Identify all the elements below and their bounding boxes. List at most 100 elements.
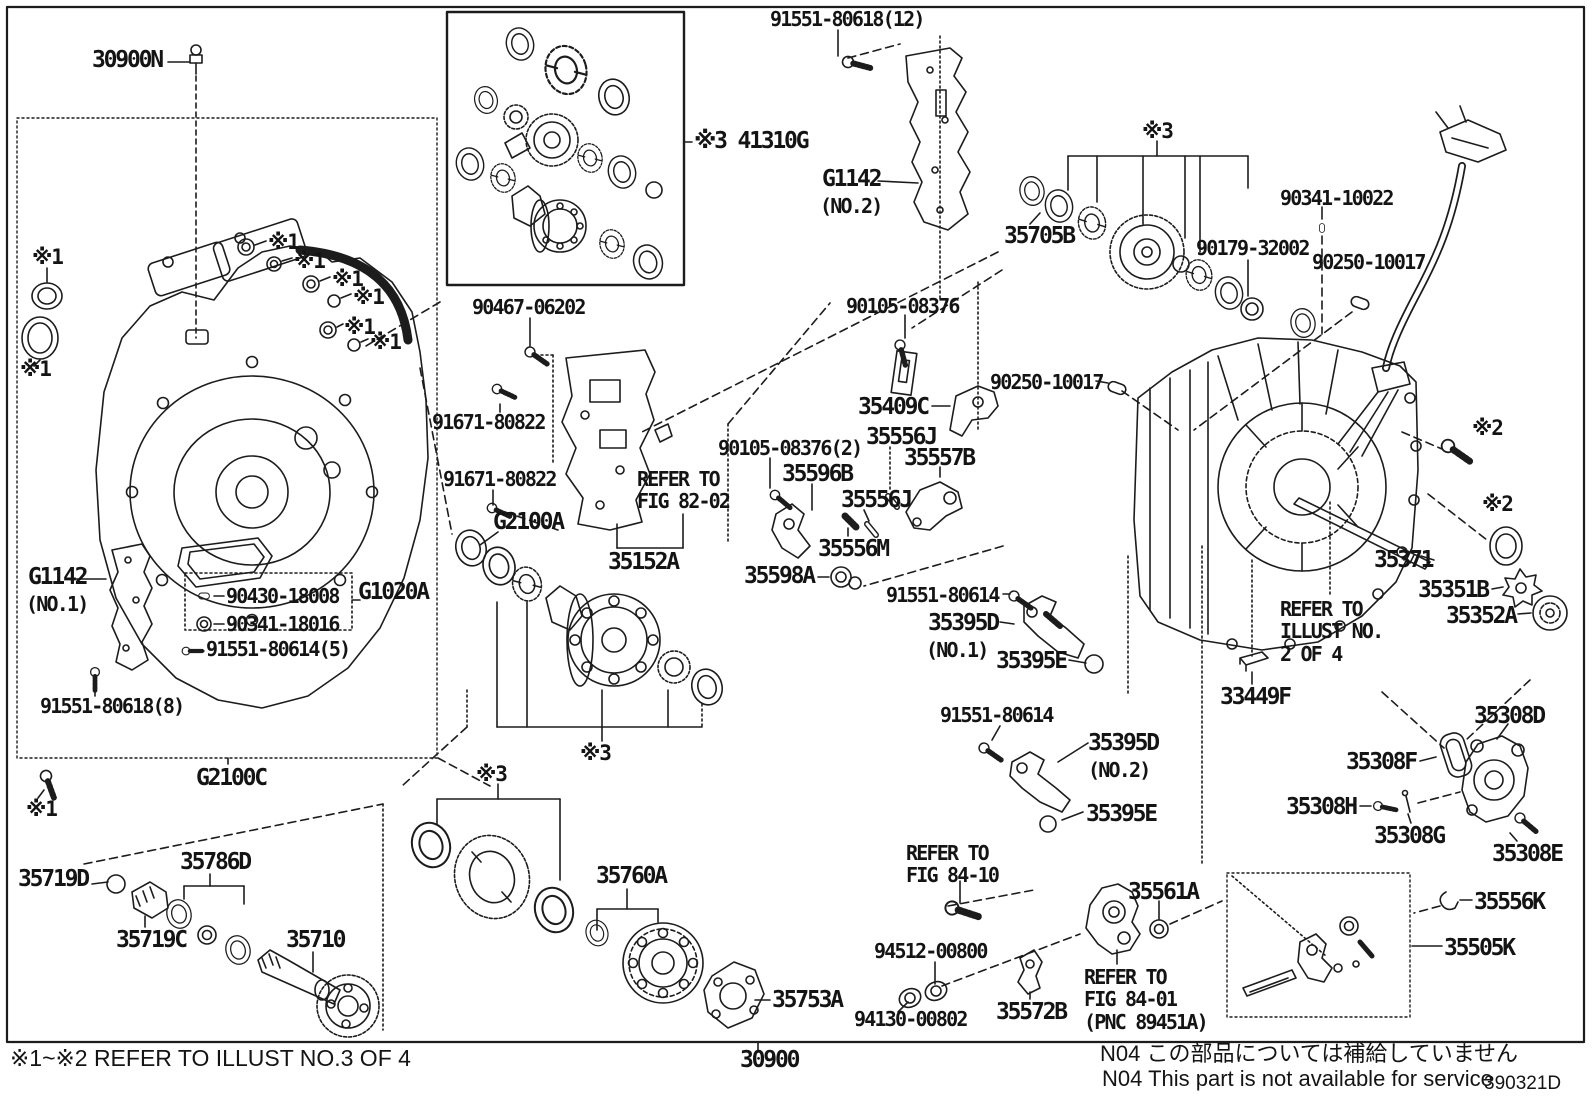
speedometer-driven-gear-art — [106, 874, 254, 968]
part-label-90341-18016: 90341-18016 — [226, 612, 340, 636]
part-label-g1142-no2-sub: (NO.2) — [820, 194, 883, 218]
part-label-35352a: 35352A — [1446, 603, 1518, 629]
magnet-33449f-art — [1239, 651, 1269, 672]
oil-pipe-35371-art — [1293, 497, 1431, 570]
part-label-35786d: 35786D — [180, 849, 252, 875]
part-label-sym1-c: ※1 — [332, 267, 364, 291]
part-label-35556j-2: 35556J — [841, 487, 913, 513]
parking-lock-kit-35505k-art — [1242, 916, 1375, 997]
note-japanese: N04 この部品については補給していません — [1100, 1041, 1519, 1066]
part-label-g2100a: G2100A — [493, 509, 565, 535]
part-label-35598a: 35598A — [744, 563, 816, 589]
part-label-35409c: 35409C — [858, 394, 930, 420]
part-label-sym1-a: ※1 — [268, 230, 300, 254]
part-label-g1142-no1-sub: (NO.1) — [26, 592, 89, 616]
pump-drive-gear-35351b-art — [1502, 568, 1543, 608]
part-label-94130-00802: 94130-00802 — [854, 1007, 968, 1031]
part-label-35395d-2: 35395D — [1088, 730, 1160, 756]
oil-strainer-g1020a-art — [177, 537, 273, 588]
part-label-sym3-diff: ※3 — [580, 741, 612, 765]
part-label-sym1-d: ※1 — [353, 285, 385, 309]
bearing-retainer-35753a-art — [703, 961, 765, 1029]
clip-35556k-art — [1439, 891, 1459, 911]
part-label-sym1-i: ※1 — [26, 797, 58, 821]
part-label-91671-80822-a: 91671-80822 — [432, 410, 546, 434]
differential-assembly-art — [451, 525, 727, 710]
part-label-90467-06202: 90467-06202 — [472, 295, 586, 319]
part-label-90250-10017-a: 90250-10017 — [990, 370, 1104, 394]
dashed-links — [83, 43, 1531, 987]
part-label-91671-80822-b: 91671-80822 — [443, 467, 557, 491]
part-label-35505k: 35505K — [1444, 935, 1516, 961]
part-label-sym1-f: ※1 — [370, 330, 402, 354]
part-label-35705b: 35705B — [1004, 223, 1076, 249]
part-label-35152a: 35152A — [608, 549, 680, 575]
part-label-ref-fig-82-02: REFER TO FIG 82-02 — [637, 467, 731, 514]
part-label-35719c: 35719C — [116, 927, 188, 953]
part-label-35710: 35710 — [286, 927, 346, 953]
transaxle-rear-case-art — [1133, 337, 1422, 672]
part-label-ref-fig-84-01: REFER TO FIG 84-01 (PNC 89451A) — [1084, 965, 1209, 1034]
part-label-90105-08376: 90105-08376 — [846, 294, 960, 318]
part-label-sym1-e: ※1 — [344, 315, 376, 339]
part-label-90341-10022: 90341-10022 — [1280, 186, 1394, 210]
figure-code: 30900 — [740, 1047, 800, 1073]
part-label-35395e-1: 35395E — [996, 648, 1068, 674]
output-bearing-set-art — [405, 816, 612, 950]
park-lock-parts-art — [898, 883, 1169, 1009]
part-label-35308d: 35308D — [1474, 703, 1546, 729]
part-label-35351b: 35351B — [1418, 577, 1490, 603]
part-label-94512-00800: 94512-00800 — [874, 939, 988, 963]
note-english: N04 This part is not available for servi… — [1102, 1066, 1493, 1091]
part-label-35556m: 35556M — [818, 536, 890, 562]
part-label-90179-32002: 90179-32002 — [1196, 236, 1310, 260]
part-label-sym1-h: ※1 — [20, 357, 52, 381]
part-label-35395d-1-sub: (NO.1) — [926, 638, 989, 662]
part-label-90430-18008: 90430-18008 — [226, 584, 340, 608]
differential-case-35760a-art — [622, 922, 704, 1004]
41310g-gear-kit-art — [452, 24, 667, 283]
part-label-sym3-brg: ※3 — [476, 762, 508, 786]
part-label-91551-80614-5: 91551-80614(5) — [206, 637, 351, 661]
41310g-inset-box — [445, 10, 686, 287]
leader-lines — [33, 29, 1532, 1051]
dotted-links — [184, 35, 1331, 1031]
footnote-illust-ref: ※1~※2 REFER TO ILLUST NO.3 OF 4 — [10, 1045, 411, 1071]
gasket-35308f-art — [1439, 732, 1473, 778]
part-label-35395d-2-sub: (NO.2) — [1088, 758, 1151, 782]
part-label-ref-fig-84-10: REFER TO FIG 84-10 — [906, 841, 1000, 888]
part-label-35753a: 35753A — [772, 987, 844, 1013]
part-label-30900n: 30900N — [92, 47, 164, 73]
part-label-35556k: 35556K — [1474, 889, 1546, 915]
part-label-91551-80614-b: 91551-80614 — [940, 703, 1054, 727]
part-label-35596b: 35596B — [782, 461, 854, 487]
part-label-sym2-a: ※2 — [1472, 416, 1504, 440]
g2100c-group-box — [16, 117, 438, 759]
part-label-ref-illust-2of4: REFER TO ILLUST NO. 2 OF 4 — [1280, 597, 1384, 666]
part-label-g1142-no1: G1142 — [28, 564, 88, 590]
part-label-35395d-1: 35395D — [928, 610, 1000, 636]
transaxle-front-view-art — [21, 44, 429, 799]
shift-fork-84-01-art — [1085, 883, 1141, 955]
detent-lever-cluster-art — [768, 339, 999, 590]
part-label-g1020a: G1020A — [358, 579, 430, 605]
part-label-91551-80618-12: 91551-80618(12) — [770, 7, 925, 31]
35505k-group-box — [1226, 872, 1411, 1018]
pump-rotor-35352a-art — [1532, 595, 1568, 631]
part-label-91551-80618-8: 91551-80618(8) — [40, 694, 185, 718]
part-label-35556j-1: 35556J — [866, 424, 938, 450]
part-label-35308e: 35308E — [1492, 841, 1564, 867]
part-label-35308g: 35308G — [1374, 823, 1446, 849]
part-label-g1142-no2: G1142 — [822, 166, 882, 192]
part-label-g2100c: G2100C — [196, 765, 268, 791]
parking-pawl-35572b-art — [1017, 949, 1043, 995]
part-label-91551-80614-a: 91551-80614 — [886, 583, 1000, 607]
part-label-33449f: 33449F — [1220, 684, 1292, 710]
drive-pinion-35710-art — [257, 949, 380, 1038]
part-label-41310g: ※3 41310G — [694, 128, 810, 154]
valve-body-no1-art — [91, 537, 273, 690]
part-label-90250-10017-b: 90250-10017 — [1312, 250, 1426, 274]
part-label-35308f: 35308F — [1346, 749, 1418, 775]
